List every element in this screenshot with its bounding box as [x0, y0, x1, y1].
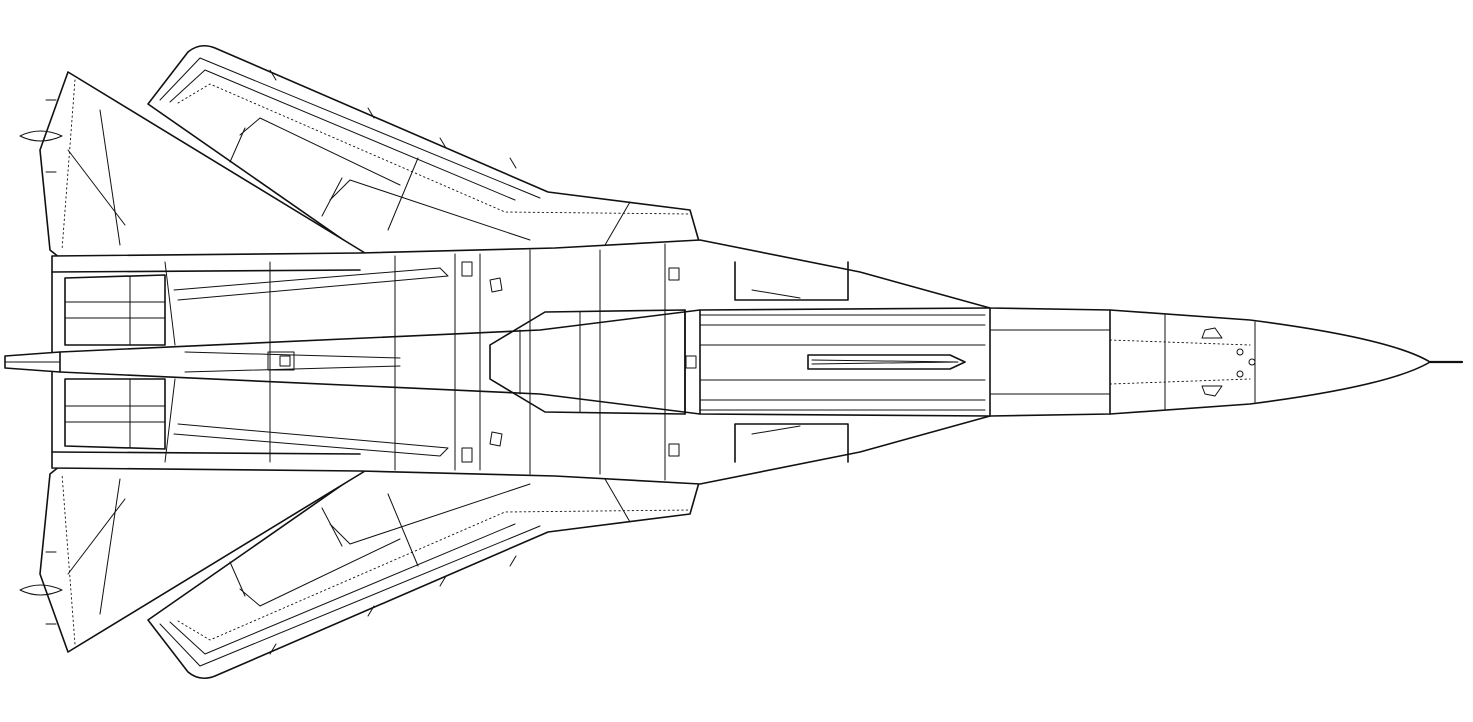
lower-wing — [147, 468, 701, 680]
fuselage — [51, 239, 1431, 485]
upper-wing — [147, 44, 701, 256]
tail-stinger — [4, 351, 401, 373]
